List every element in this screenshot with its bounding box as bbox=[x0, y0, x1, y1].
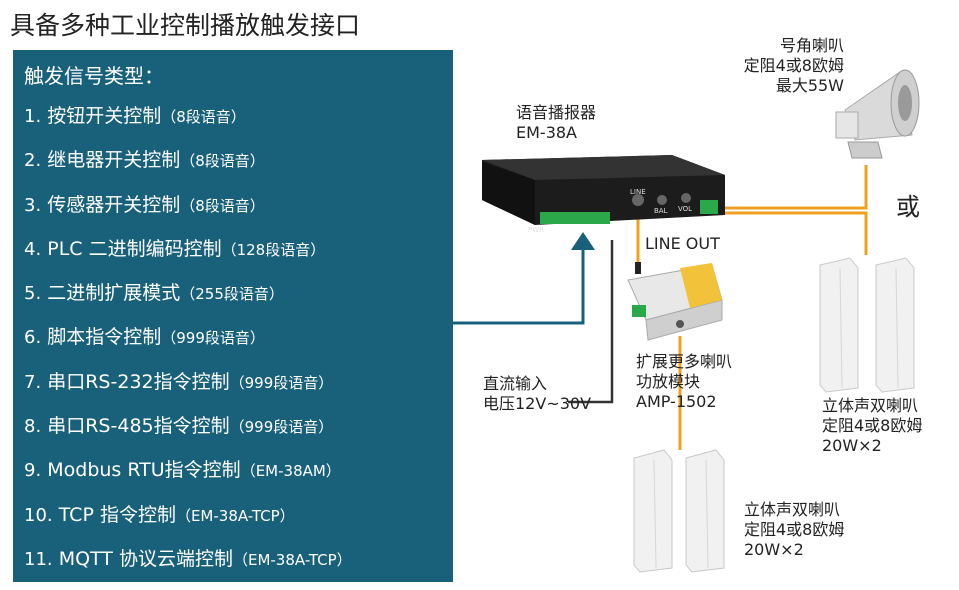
list-item: 6. 脚本指令控制（999段语音） bbox=[24, 326, 265, 349]
terminal-block bbox=[540, 212, 610, 224]
line-out-socket bbox=[632, 194, 644, 206]
svg-text:VOL: VOL bbox=[678, 205, 692, 213]
signal-wire bbox=[453, 248, 585, 325]
player-device: LINE PWR BAL VOL bbox=[482, 155, 725, 234]
speaker-terminal bbox=[700, 200, 718, 214]
panel-heading: 触发信号类型： bbox=[24, 64, 164, 88]
list-item: 3. 传感器开关控制（8段语音） bbox=[24, 193, 265, 216]
list-item: 1. 按钮开关控制（8段语音） bbox=[24, 105, 246, 127]
page-title: 具备多种工业控制播放触发接口 bbox=[10, 11, 361, 40]
list-item: 8. 串口RS-485指令控制（999段语音） bbox=[24, 415, 334, 438]
line-out-label: LINE OUT bbox=[645, 234, 720, 253]
speaker-wire-top bbox=[712, 165, 868, 210]
list-item: 7. 串口RS-232指令控制（999段语音） bbox=[24, 370, 334, 393]
trigger-list: 1. 按钮开关控制（8段语音） 2. 继电器开关控制（8段语音） 3. 传感器开… bbox=[24, 103, 352, 590]
list-item: 2. 继电器开关控制（8段语音） bbox=[24, 149, 265, 172]
list-item: 9. Modbus RTU指令控制（EM-38AM） bbox=[24, 459, 341, 482]
trigger-types-panel: 触发信号类型： 1. 按钮开关控制（8段语音） 2. 继电器开关控制（8段语音）… bbox=[13, 50, 453, 582]
power-label: 直流输入电压12V~30V bbox=[483, 374, 592, 413]
svg-text:BAL: BAL bbox=[654, 207, 668, 215]
list-item: 11. MQTT 协议云端控制（EM-38A-TCP） bbox=[24, 547, 352, 570]
column-speaker-bottom bbox=[633, 449, 725, 573]
list-item: 10. TCP 指令控制（EM-38A-TCP） bbox=[24, 503, 295, 526]
amp-module bbox=[627, 263, 723, 341]
svg-text:PWR: PWR bbox=[528, 226, 544, 234]
list-item: 5. 二进制扩展模式（255段语音） bbox=[24, 282, 284, 305]
signal-arrowhead bbox=[571, 232, 595, 250]
or-label: 或 bbox=[896, 193, 920, 221]
power-wire bbox=[568, 240, 614, 404]
speaker-wire-top2 bbox=[712, 211, 868, 255]
svg-text:LINE: LINE bbox=[630, 188, 646, 196]
horn-speaker bbox=[835, 69, 920, 159]
list-item: 4. PLC 二进制编码控制（128段语音） bbox=[24, 237, 326, 260]
horn-label: 号角喇叭定阻4或8欧姆最大55W bbox=[743, 36, 844, 95]
column-speaker-right bbox=[819, 257, 915, 393]
